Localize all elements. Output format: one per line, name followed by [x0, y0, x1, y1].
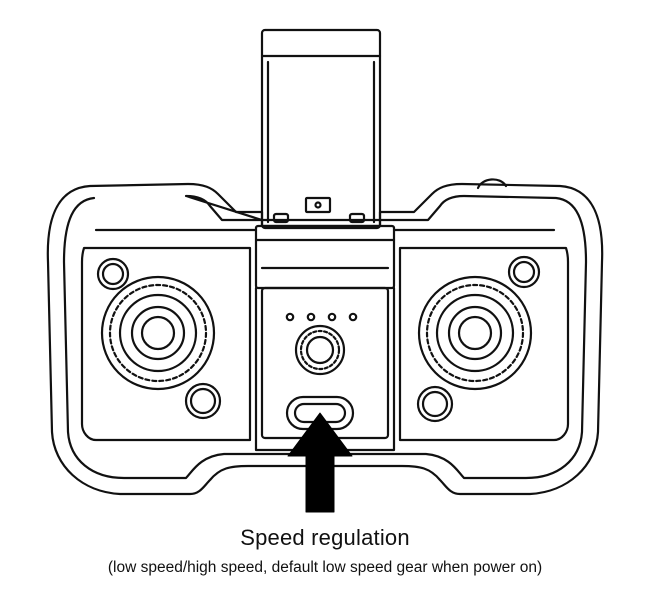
top-right-button[interactable] [507, 255, 541, 289]
bottom-left-button[interactable] [184, 382, 222, 420]
indicator-light [285, 312, 295, 322]
indicator-light [306, 312, 316, 322]
arrow-up-icon [287, 412, 353, 513]
indicator-lights [285, 312, 358, 322]
phone-holder [260, 28, 382, 230]
caption-title: Speed regulation [240, 525, 410, 550]
indicator-light [327, 312, 337, 322]
right-joystick[interactable] [417, 275, 533, 391]
left-joystick[interactable] [100, 275, 216, 391]
controller-body [46, 178, 604, 496]
indicator-light [348, 312, 358, 322]
caption-subtitle: (low speed/high speed, default low speed… [107, 559, 543, 576]
power-knob[interactable] [294, 324, 346, 376]
bottom-right-button[interactable] [416, 385, 454, 423]
top-left-button[interactable] [96, 257, 130, 291]
